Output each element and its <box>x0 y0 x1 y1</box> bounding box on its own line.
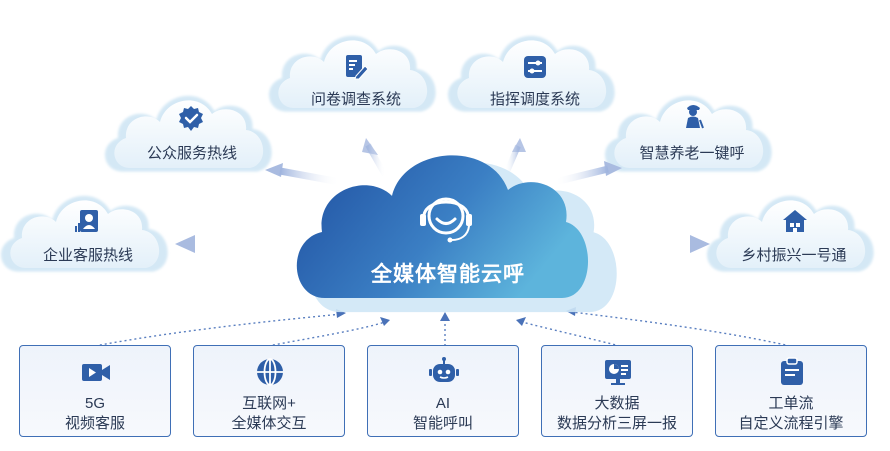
box-title: 5G <box>84 395 105 412</box>
sliders-icon <box>524 56 546 78</box>
headset-smile-icon <box>420 197 472 243</box>
feature-box-video: 5G 视频客服 <box>19 345 171 437</box>
cloud-label-public-hotline: 公众服务热线 <box>146 145 238 162</box>
box-subtitle: 智能呼叫 <box>412 415 473 432</box>
box-subtitle: 视频客服 <box>64 415 125 432</box>
box-subtitle: 数据分析三屏一报 <box>556 415 677 432</box>
box-subtitle: 自定义流程引擎 <box>738 415 844 432</box>
globe-icon <box>257 358 283 386</box>
cloud-label-survey: 问卷调查系统 <box>310 91 402 108</box>
document-edit-icon <box>346 55 369 80</box>
feature-box-internet: 互联网+ 全媒体交互 <box>193 345 345 437</box>
verified-badge-icon <box>179 106 203 131</box>
cloud-label-enterprise-hotline: 企业客服热线 <box>42 247 134 264</box>
elderly-person-icon <box>686 105 704 129</box>
box-title: 互联网+ <box>242 395 296 412</box>
center-cloud <box>296 155 617 313</box>
center-title: 全媒体智能云呼 <box>371 263 525 286</box>
video-camera-icon <box>82 364 110 381</box>
data-screen-icon <box>605 360 631 385</box>
box-title: AI <box>435 395 451 412</box>
box-title: 工单流 <box>768 395 814 412</box>
cloud-label-dispatch: 指挥调度系统 <box>489 91 581 108</box>
clipboard-icon <box>781 357 803 385</box>
robot-headset-icon <box>429 357 459 382</box>
feature-box-workflow: 工单流 自定义流程引擎 <box>715 345 867 437</box>
outgoing-arrows <box>175 138 710 253</box>
feature-box-bigdata: 大数据 数据分析三屏一报 <box>541 345 693 437</box>
cloud-label-elderly-care: 智慧养老一键呼 <box>639 145 745 162</box>
box-title: 大数据 <box>594 395 640 412</box>
incoming-arrows <box>94 311 791 347</box>
feature-box-ai: AI 智能呼叫 <box>367 345 519 437</box>
cloud-label-rural-revival: 乡村振兴一号通 <box>741 247 847 264</box>
customer-service-report-icon <box>75 210 98 232</box>
box-subtitle: 全媒体交互 <box>231 415 307 432</box>
village-house-icon <box>783 210 807 232</box>
